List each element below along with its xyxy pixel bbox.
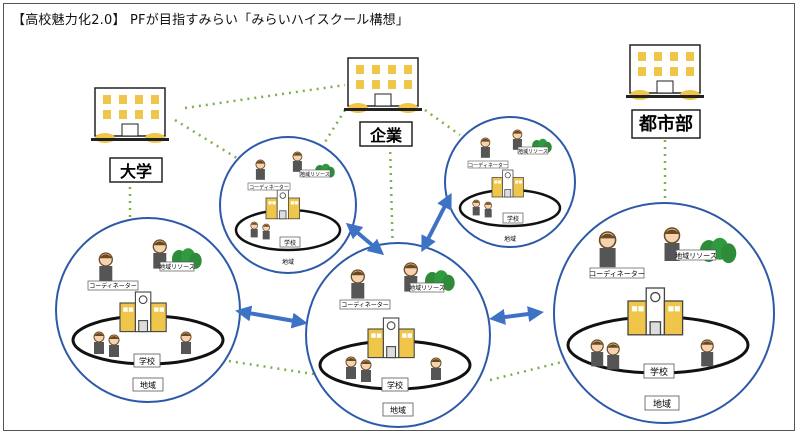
school-label: 学校: [650, 366, 668, 378]
page-title: 【高校魅力化2.0】 PFが目指すみらい「みらいハイスクール構想」: [12, 13, 410, 28]
region-small-right: コーディネーター 地域リソース 学校 地域: [444, 116, 576, 248]
company-label: 企業: [369, 126, 403, 145]
company-building: [343, 57, 423, 114]
school-label: 学校: [387, 380, 403, 390]
school-label: 学校: [284, 239, 296, 247]
diagram-frame: [3, 3, 795, 431]
city-building: [625, 44, 705, 101]
resource-label: 地域リソース: [518, 148, 548, 155]
connection-arrows: [235, 192, 544, 329]
area-label: 地域: [140, 380, 156, 390]
region-right: コーディネーター 地域リソース 学校 地域: [553, 202, 775, 424]
university-label: 大学: [120, 162, 152, 181]
area-label: 地域: [390, 405, 406, 415]
coordinator-label: コーディネーター: [89, 282, 137, 290]
arrow-center-right: [489, 306, 544, 325]
city-label-box: [631, 109, 701, 139]
resource-label: 地域リソース: [300, 171, 330, 178]
resource-label: 地域リソース: [159, 263, 195, 271]
dotted-links: [128, 83, 667, 382]
arrow-smallleft-center: [345, 222, 385, 256]
city-label: 都市部: [638, 113, 693, 135]
university-building: [90, 87, 170, 144]
resource-label: 地域リソース: [409, 284, 445, 292]
area-label: 地域: [653, 398, 671, 410]
resource-label: 地域リソース: [675, 251, 717, 260]
coordinator-label: コーディネーター: [589, 269, 645, 278]
university-label-box: [109, 157, 163, 183]
arrow-smallright-center: [421, 192, 452, 253]
area-label: 地域: [282, 258, 294, 266]
company-label-box: [359, 121, 413, 147]
region-center: コーディネーター 地域リソース 学校 地域: [305, 242, 491, 428]
school-label: 学校: [139, 356, 155, 366]
coordinator-label: コーディネーター: [249, 184, 289, 191]
coordinator-label: コーディネーター: [341, 301, 389, 309]
area-label: 地域: [504, 235, 516, 243]
school-label: 学校: [507, 215, 519, 223]
region-left: コーディネーター 地域リソース 学校 地域: [55, 217, 241, 403]
coordinator-label: コーディネーター: [468, 162, 508, 169]
region-small-left: コーディネーター 地域リソース 学校 地域: [219, 136, 357, 274]
arrow-left-center: [235, 305, 308, 329]
